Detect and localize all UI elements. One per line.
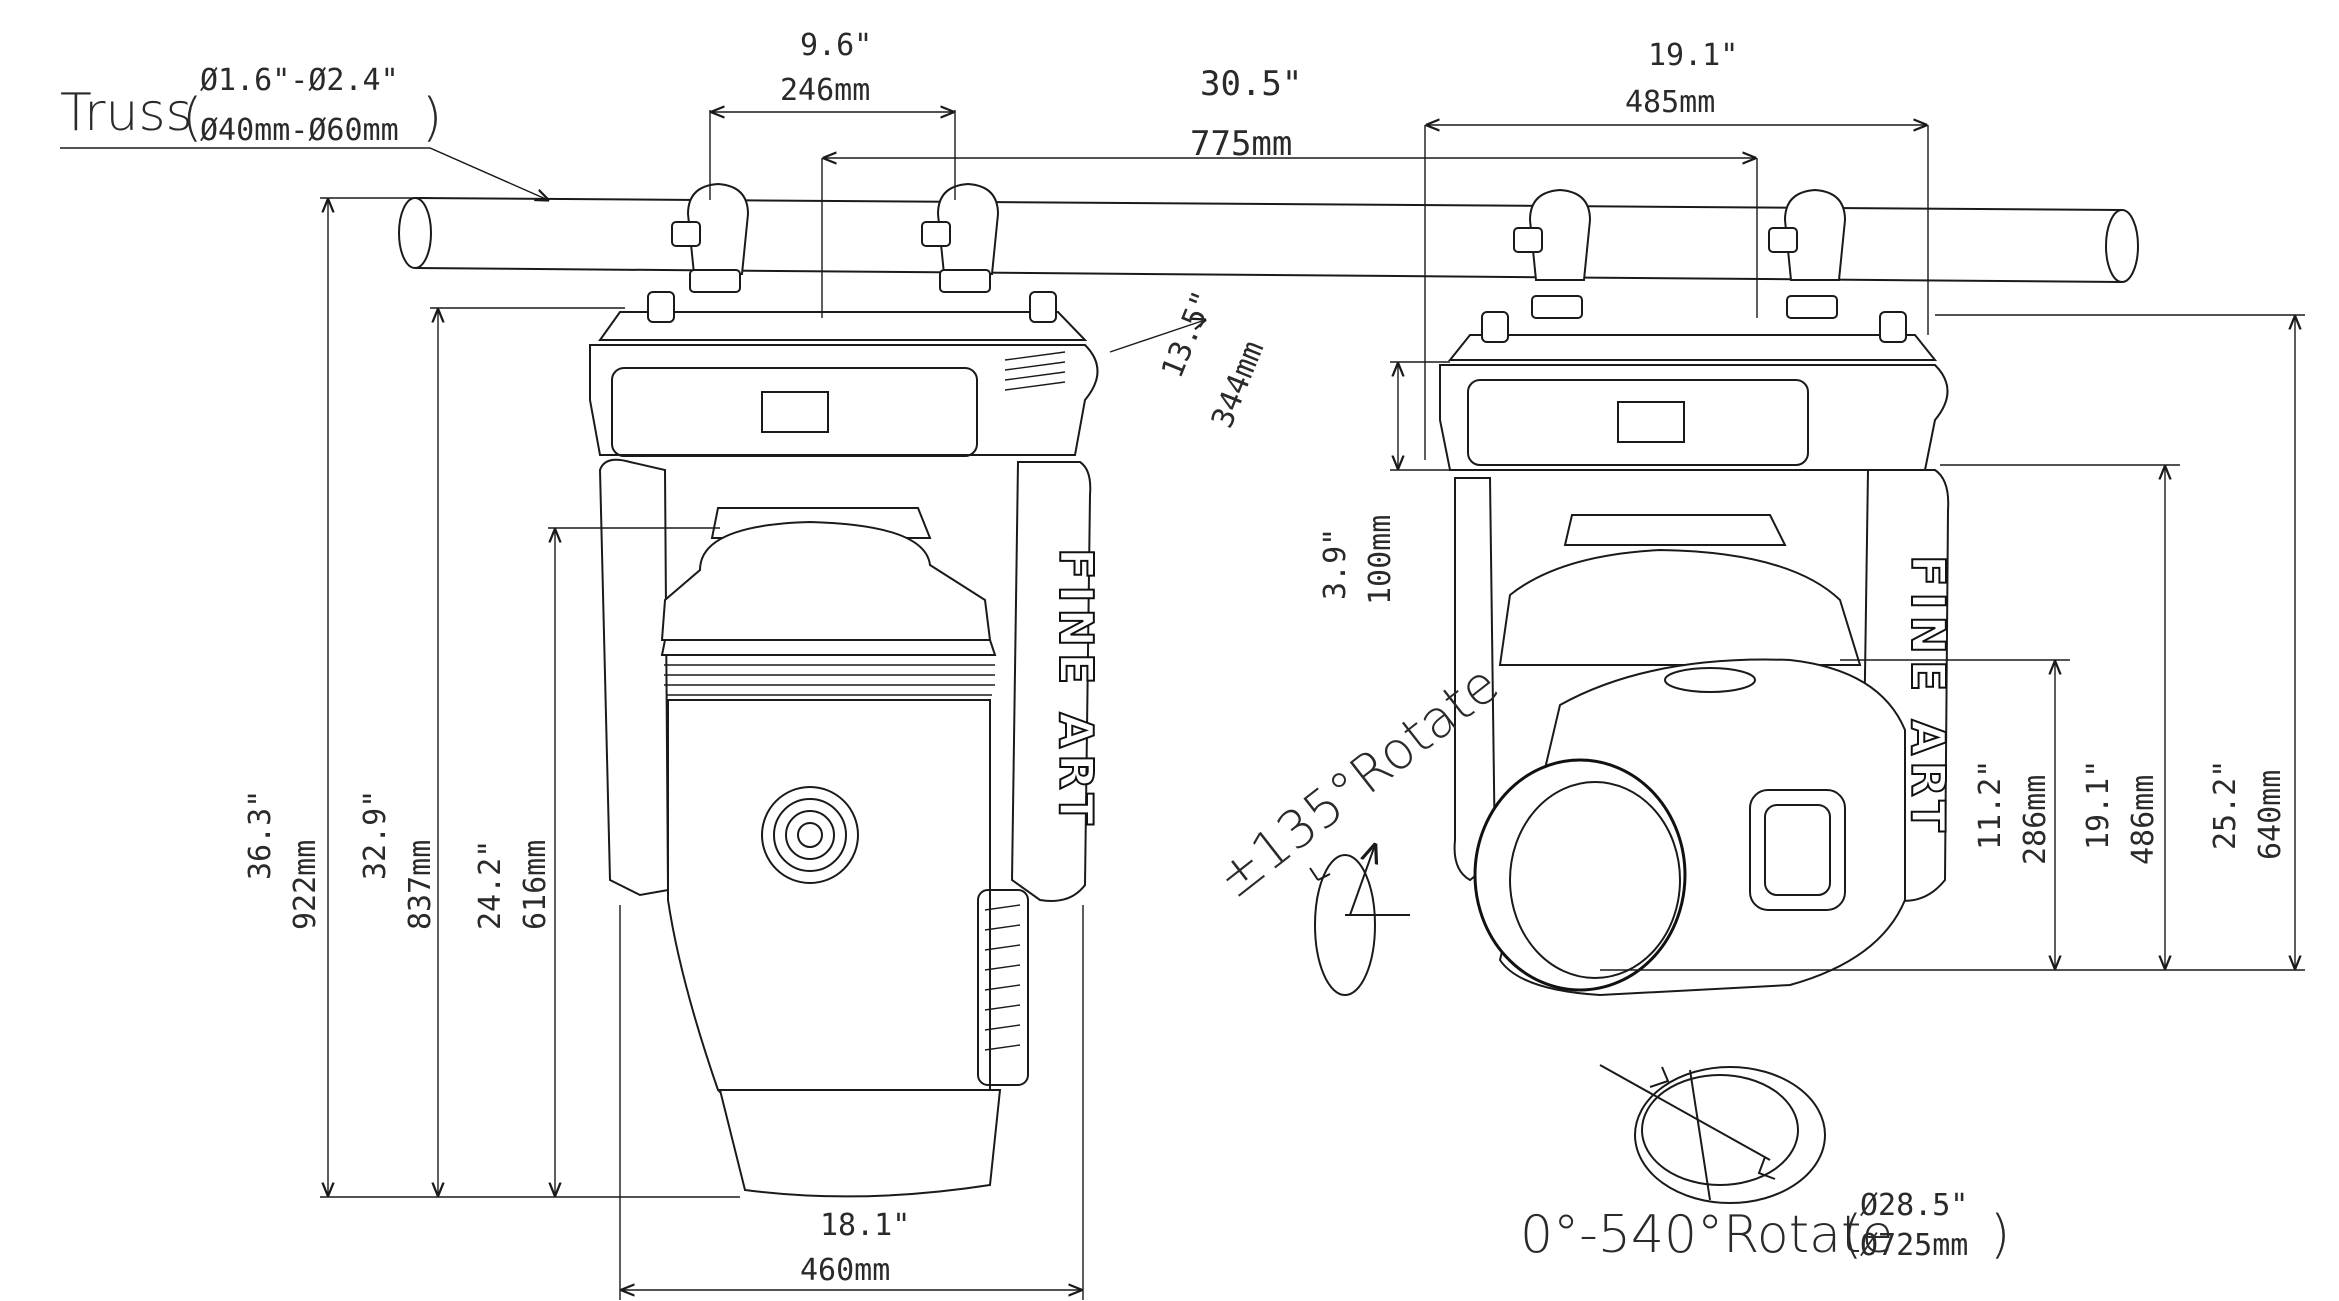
front-clamp-spacing-in: 9.6" — [800, 28, 872, 63]
yoke-to-bottom-mm: 616mm — [518, 840, 553, 930]
side-base-top — [1447, 334, 1938, 361]
side-yoke-height-in: 19.1" — [2081, 760, 2116, 850]
front-spiral-icon — [761, 786, 859, 884]
pan-rotate-label: 0°-540°Rotate — [1520, 1205, 1893, 1265]
total-height-in: 36.3" — [243, 790, 278, 880]
side-base-panel — [1467, 379, 1809, 466]
side-overall-height-in: 25.2" — [2208, 760, 2243, 850]
truss-label: Truss — [60, 83, 193, 143]
side-base-body — [1439, 364, 1949, 471]
pan-rotation-ellipse-outer — [1634, 1066, 1826, 1204]
side-clamp-right — [1768, 188, 1847, 319]
truss-label-group: Truss ( Ø1.6"-Ø2.4" Ø40mm-Ø60mm ) — [60, 63, 548, 200]
side-yoke-height-mm: 486mm — [2126, 775, 2161, 865]
side-overall-height-mm: 640mm — [2253, 770, 2288, 860]
front-clamp-spacing-mm: 246mm — [780, 73, 870, 108]
bottom-width-in: 18.1" — [820, 1208, 910, 1243]
depth-in: 13.5" — [1155, 286, 1221, 383]
truss-leader — [60, 147, 548, 200]
front-base-vents — [1004, 351, 1066, 391]
side-base-foot-right — [1879, 311, 1907, 343]
front-head-body — [667, 699, 991, 1117]
front-side-vent — [977, 889, 1029, 1086]
side-view-fixture: FINE ART — [1439, 188, 1956, 997]
front-display — [761, 391, 829, 433]
pan-axis-line — [1599, 1064, 1771, 1161]
pan-paren-close: ) — [1990, 1205, 2010, 1265]
front-clamp-right — [921, 182, 1000, 293]
pan-rotation-ellipse-inner — [1641, 1074, 1799, 1186]
front-yoke-right-arm — [1010, 461, 1092, 902]
pan-arrow-icon-left — [1649, 1066, 1670, 1088]
side-head-top-plate — [1563, 514, 1787, 546]
tilt-axis-angled — [1349, 845, 1375, 916]
depth-mm: 344mm — [1205, 336, 1271, 433]
overall-width-in: 30.5" — [1200, 64, 1302, 104]
side-head-height-in: 11.2" — [1973, 760, 2008, 850]
tilt-arrow-icon — [1309, 867, 1331, 881]
side-head-height-mm: 286mm — [2018, 775, 2053, 865]
side-clamp-left — [1513, 188, 1592, 319]
side-clamp-spacing-in: 19.1" — [1648, 38, 1738, 73]
side-head-cap — [1498, 548, 1862, 666]
truss-diameter-mm: Ø40mm-Ø60mm — [200, 113, 399, 148]
front-side-vent-slots — [984, 904, 1021, 1051]
front-clamp-left — [671, 182, 750, 293]
front-head-cap — [660, 520, 992, 641]
pan-swing-mm: Ø725mm — [1860, 1228, 1968, 1263]
front-base-body — [589, 344, 1099, 456]
tilt-rotation-ellipse — [1314, 854, 1376, 996]
front-base-panel — [611, 367, 978, 457]
side-display — [1617, 401, 1685, 443]
side-base-foot-left — [1481, 311, 1509, 343]
front-brand-text: FINE ART — [1049, 548, 1103, 831]
bottom-width-mm: 460mm — [800, 1253, 890, 1288]
pan-swing-in: Ø28.5" — [1860, 1188, 1968, 1223]
truss-pipe — [398, 197, 2139, 283]
yoke-to-bottom-in: 24.2" — [473, 840, 508, 930]
pan-axis-vertical — [1689, 1069, 1711, 1201]
front-head-ribs — [660, 639, 997, 696]
truss-paren-close: ) — [422, 88, 442, 148]
truss-paren-open: ( — [182, 88, 202, 148]
front-base-top — [598, 311, 1088, 341]
side-dimensions: 19.1" 485mm 3.9" 100mm 11.2" 286mm 19.1"… — [1318, 38, 2305, 971]
side-head-vent — [1749, 789, 1846, 911]
front-base-foot-left — [647, 291, 675, 323]
pan-paren-open: ( — [1842, 1205, 1862, 1265]
side-head-vent-inner — [1764, 804, 1831, 896]
pan-arrow-icon-right — [1757, 1156, 1776, 1180]
side-head-top-vent — [1664, 667, 1756, 693]
front-yoke-left-arm — [598, 458, 670, 897]
base-to-bottom-mm: 837mm — [403, 840, 438, 930]
truss-diameter-in: Ø1.6"-Ø2.4" — [200, 63, 399, 98]
overall-width-mm: 775mm — [1190, 124, 1292, 164]
side-lens-inner — [1509, 781, 1681, 979]
front-head-bottom — [718, 1089, 1002, 1198]
side-clamp-spacing-mm: 485mm — [1625, 85, 1715, 120]
front-base-foot-right — [1029, 291, 1057, 323]
total-height-mm: 922mm — [288, 840, 323, 930]
depth-dim-line — [1109, 320, 1205, 353]
side-base-height-mm: 100mm — [1363, 515, 1398, 605]
pan-rotation-indicator: 0°-540°Rotate ( Ø28.5" Ø725mm ) — [1520, 1064, 2010, 1265]
side-base-height-in: 3.9" — [1318, 528, 1353, 600]
front-view-fixture: FINE ART — [589, 182, 1104, 1198]
base-to-bottom-in: 32.9" — [358, 790, 393, 880]
side-brand-text: FINE ART — [1901, 555, 1955, 838]
